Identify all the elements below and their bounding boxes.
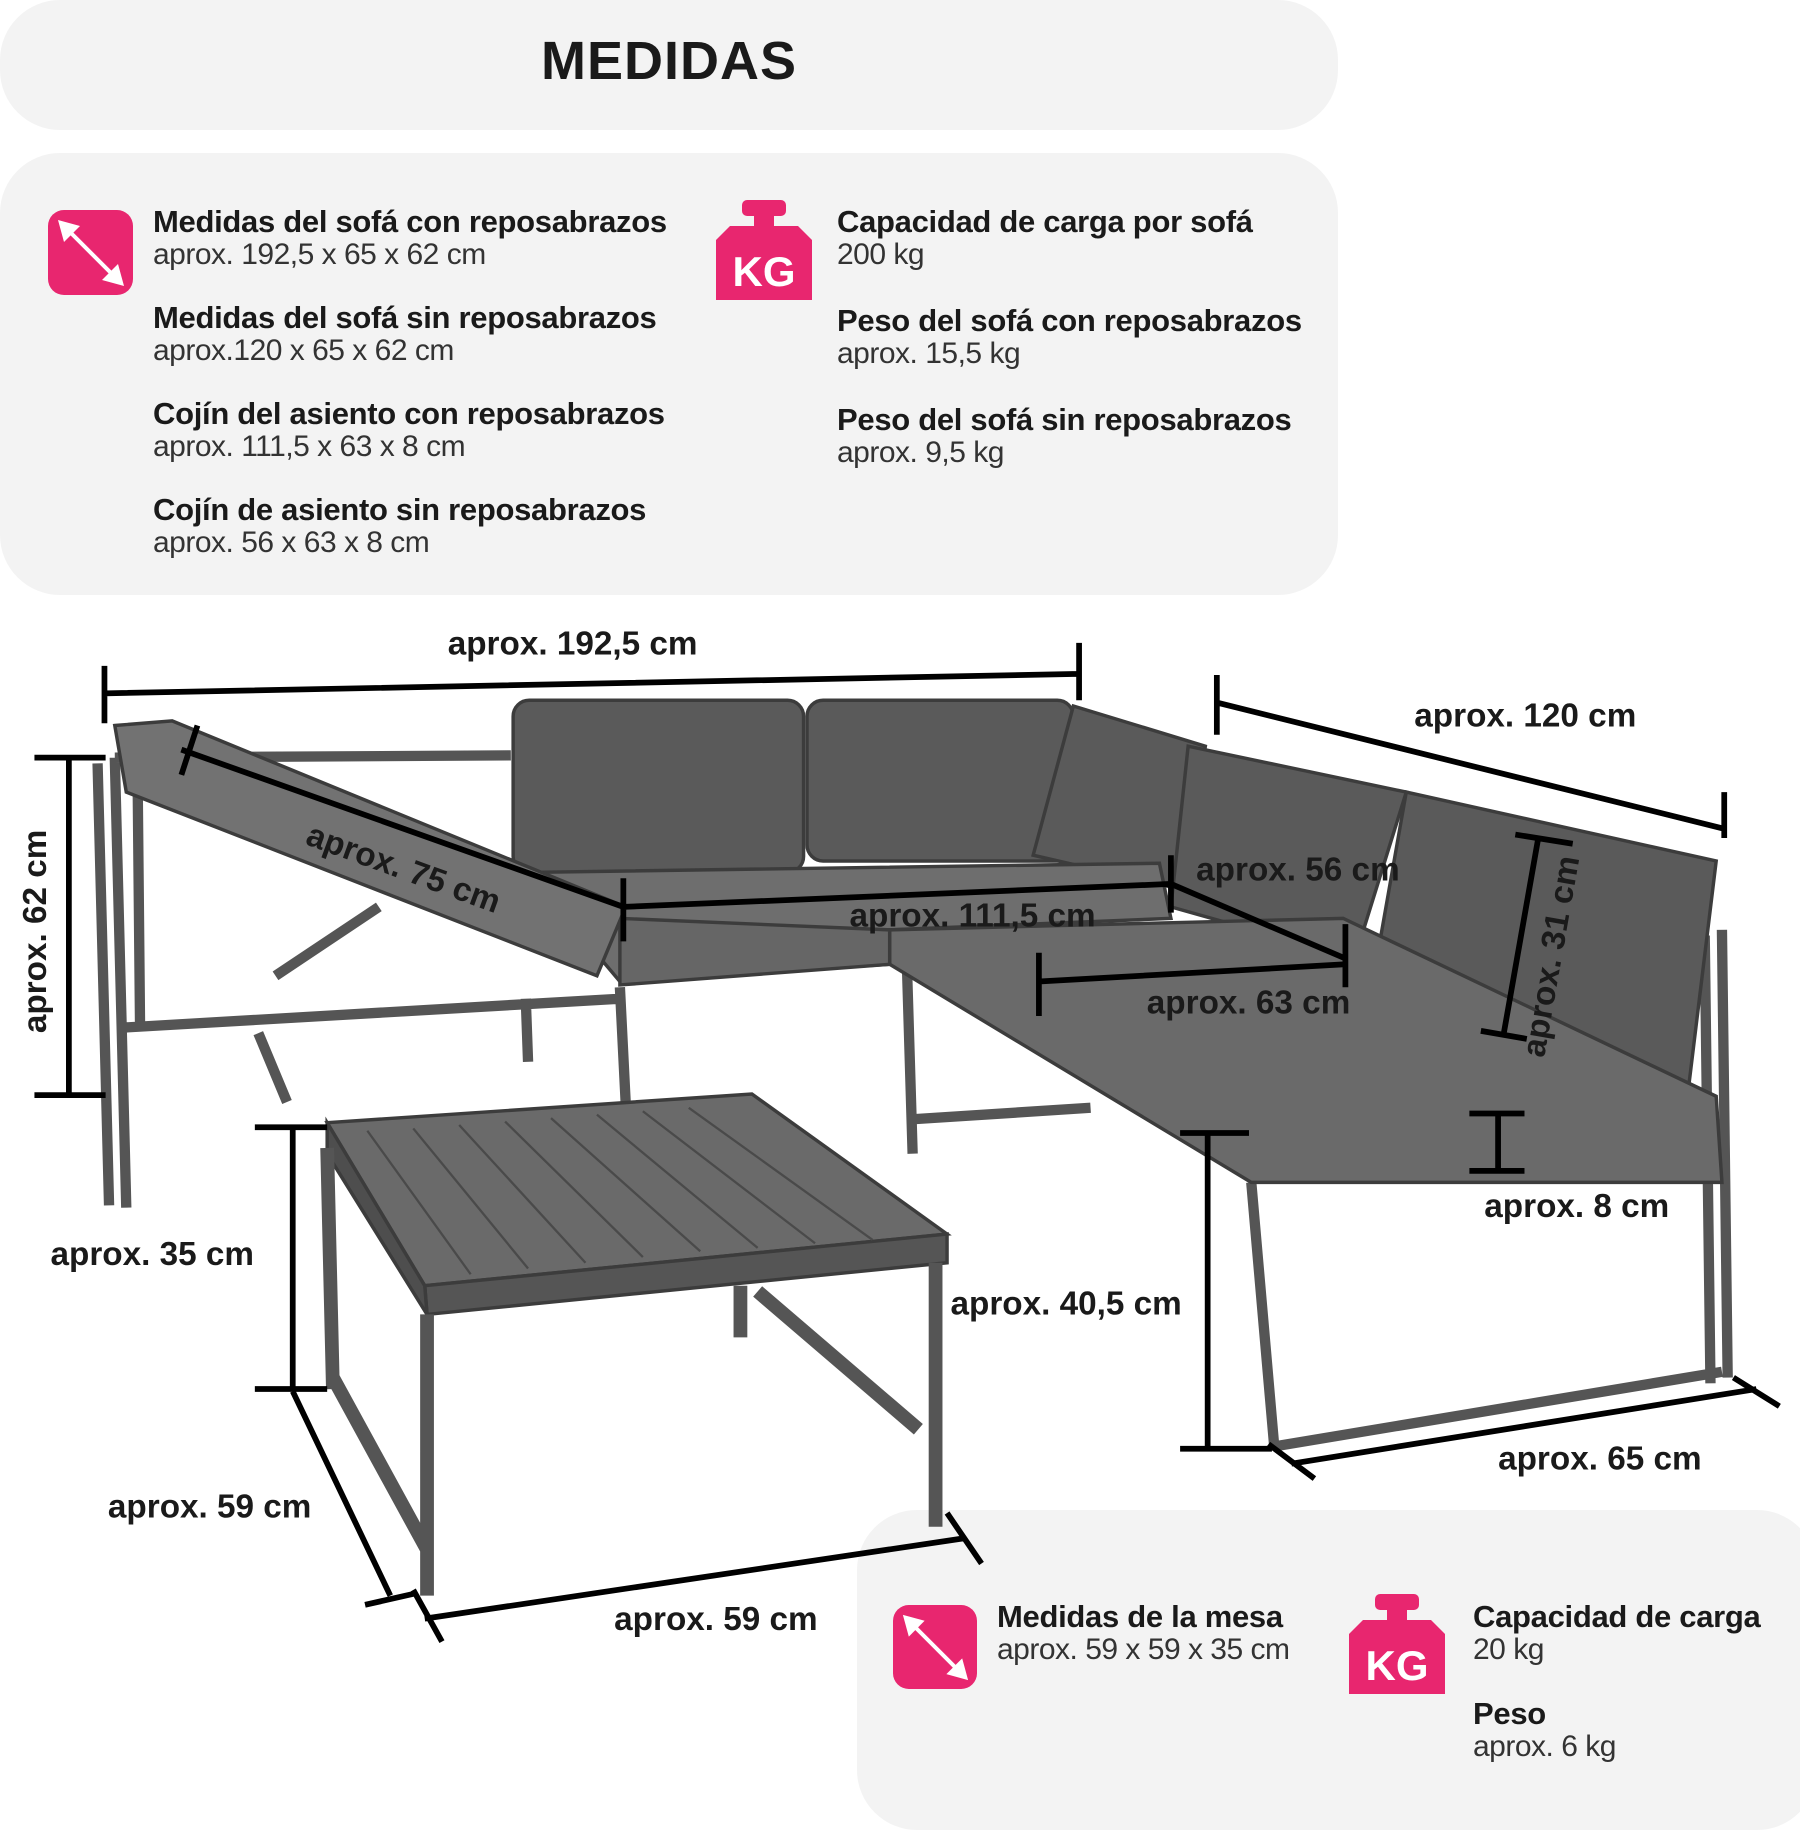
spec-label: Medidas del sofá sin reposabrazos [153,300,657,335]
spec-label: Capacidad de carga [1473,1599,1761,1634]
spec-value: aprox.120 x 65 x 62 cm [153,334,454,367]
spec-label: Medidas de la mesa [997,1599,1283,1634]
dimension-lines [34,642,1781,1643]
page-title: MEDIDAS [540,31,797,91]
spec-value: aprox. 15,5 kg [837,337,1021,370]
kg-text: KG [733,248,796,295]
label-seat-height: aprox. 40,5 cm [951,1285,1182,1322]
spec-value: aprox. 59 x 59 x 35 cm [997,1633,1290,1666]
spec-label: Medidas del sofá con reposabrazos [153,204,667,239]
sofa-illustration [92,698,1733,1596]
spec-value: aprox. 192,5 x 65 x 62 cm [153,238,486,271]
label-table-depth: aprox. 59 cm [108,1489,312,1526]
weight-kg-icon: KG [716,200,812,300]
spec-label: Capacidad de carga por sofá [837,204,1253,239]
spec-value: 200 kg [837,238,925,271]
table-specs-panel [857,1510,1800,1830]
label-height: aprox. 62 cm [17,830,54,1033]
spec-label: Peso del sofá con reposabrazos [837,303,1302,338]
spec-value: aprox. 6 kg [1473,1730,1616,1763]
label-cushion-depth: aprox. 63 cm [1147,985,1351,1022]
label-sofa-depth: aprox. 65 cm [1498,1440,1702,1477]
spec-value: aprox. 9,5 kg [837,436,1004,469]
label-table-height: aprox. 35 cm [51,1236,254,1273]
label-cushion-thickness: aprox. 8 cm [1484,1188,1669,1225]
title-panel: MEDIDAS [0,0,1338,130]
label-table-width: aprox. 59 cm [614,1601,818,1638]
table-weight-kg-icon: KG [1349,1594,1445,1694]
spec-label: Peso [1473,1696,1546,1731]
spec-value: aprox. 56 x 63 x 8 cm [153,526,430,559]
label-cushion-short: aprox. 56 cm [1196,851,1400,888]
kg-text: KG [1366,1642,1429,1689]
spec-label: Peso del sofá sin reposabrazos [837,402,1292,437]
spec-value: 20 kg [1473,1633,1544,1666]
label-side-width: aprox. 120 cm [1414,698,1636,735]
dimensions-icon [48,210,133,295]
sofa-specs-panel [0,153,1338,595]
table-dimensions-icon [893,1605,977,1689]
label-cushion-long: aprox. 111,5 cm [849,897,1095,934]
spec-label: Cojín del asiento con reposabrazos [153,396,665,431]
spec-value: aprox. 111,5 x 63 x 8 cm [153,430,466,463]
spec-label: Cojín de asiento sin reposabrazos [153,492,647,527]
label-total-width: aprox. 192,5 cm [448,625,698,662]
